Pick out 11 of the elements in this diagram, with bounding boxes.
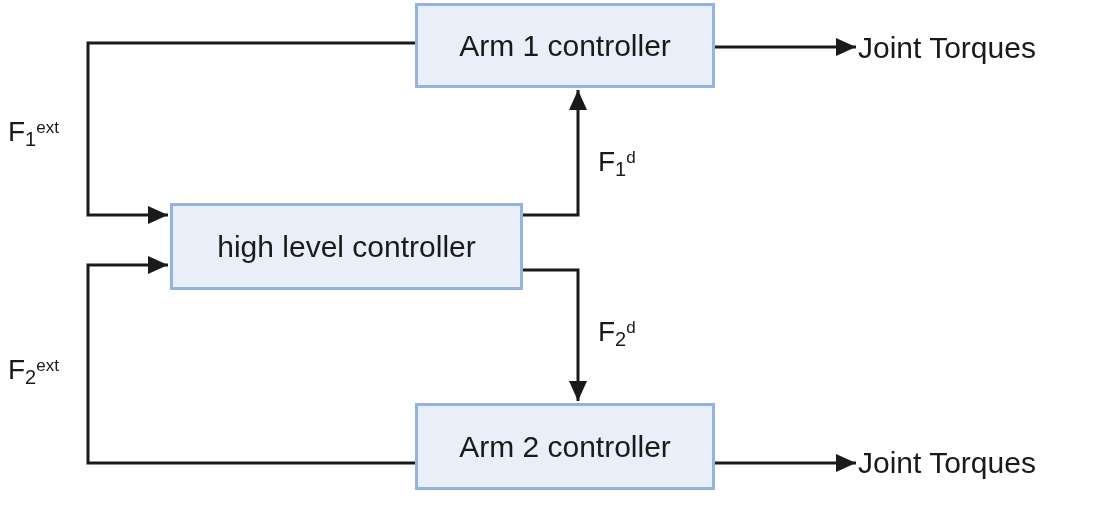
arrow <box>86 41 415 224</box>
arrow <box>523 268 587 401</box>
process-box: Arm 1 controller <box>415 3 715 88</box>
arrow <box>715 38 856 56</box>
arrow <box>715 454 856 472</box>
process-box: high level controller <box>170 203 523 290</box>
output-label: Joint Torques <box>858 25 1103 70</box>
output-label: Joint Torques <box>858 440 1103 485</box>
arrow <box>86 256 415 465</box>
arrow <box>523 90 587 217</box>
process-box: Arm 2 controller <box>415 403 715 490</box>
